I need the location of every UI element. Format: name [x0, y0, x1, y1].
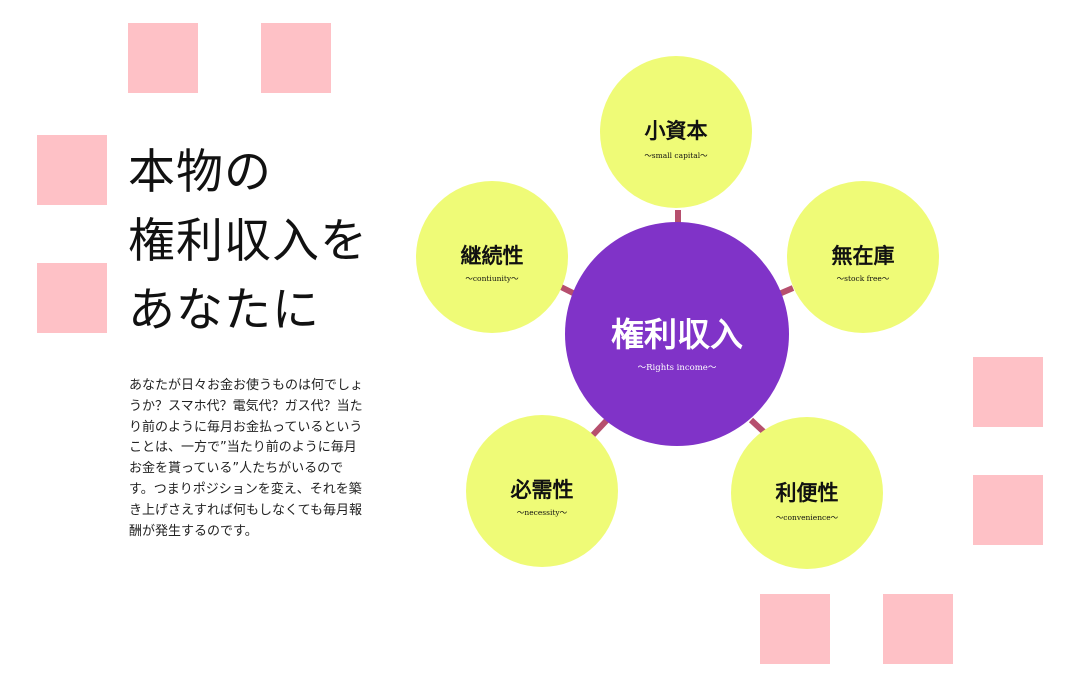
- node-subtitle: 〜contiunity〜: [465, 274, 519, 283]
- decor-square: [760, 594, 830, 664]
- body-text: あなたが日々お金お使うものは何でしょうか？スマホ代？電気代？ガス代？当たり前のよ…: [129, 378, 364, 539]
- node-necessity: 必需性 〜necessity〜: [466, 415, 618, 567]
- decor-square: [973, 475, 1043, 545]
- decor-square: [883, 594, 953, 664]
- node-subtitle: 〜necessity〜: [517, 508, 568, 517]
- node-circle: [787, 181, 939, 333]
- node-title: 継続性: [461, 243, 524, 268]
- node-circle: [466, 415, 618, 567]
- node-title: 必需性: [511, 477, 574, 502]
- node-subtitle: 〜convenience〜: [776, 513, 839, 522]
- headline-line: 本物の: [128, 145, 272, 200]
- headline-line: あなたに: [128, 283, 320, 338]
- hub: 権利収入 〜Rights income〜: [565, 222, 789, 446]
- hub-circle: [565, 222, 789, 446]
- hub-title: 権利収入: [611, 315, 743, 354]
- node-small-capital: 小資本 〜small capital〜: [600, 56, 752, 208]
- headline: 本物の 権利収入を あなたに: [128, 138, 428, 345]
- decor-square: [973, 357, 1043, 427]
- node-circle: [600, 56, 752, 208]
- decor-square: [261, 23, 331, 93]
- node-subtitle: 〜small capital〜: [644, 151, 708, 160]
- decor-square: [37, 263, 107, 333]
- hub-subtitle: 〜Rights income〜: [638, 363, 717, 373]
- connector-line: [589, 417, 610, 439]
- node-stock-free: 無在庫 〜stock free〜: [787, 181, 939, 333]
- node-circle: [731, 417, 883, 569]
- connector-line: [559, 284, 577, 297]
- decor-square: [37, 135, 107, 205]
- decor-square: [128, 23, 198, 93]
- node-subtitle: 〜stock free〜: [837, 274, 890, 283]
- headline-line: 権利収入を: [128, 214, 368, 269]
- node-title: 利便性: [776, 480, 839, 505]
- node-convenience: 利便性 〜convenience〜: [731, 417, 883, 569]
- node-title: 小資本: [645, 118, 708, 143]
- node-continuity: 継続性 〜contiunity〜: [416, 181, 568, 333]
- node-title: 無在庫: [832, 243, 895, 268]
- connector-line: [777, 285, 795, 297]
- node-circle: [416, 181, 568, 333]
